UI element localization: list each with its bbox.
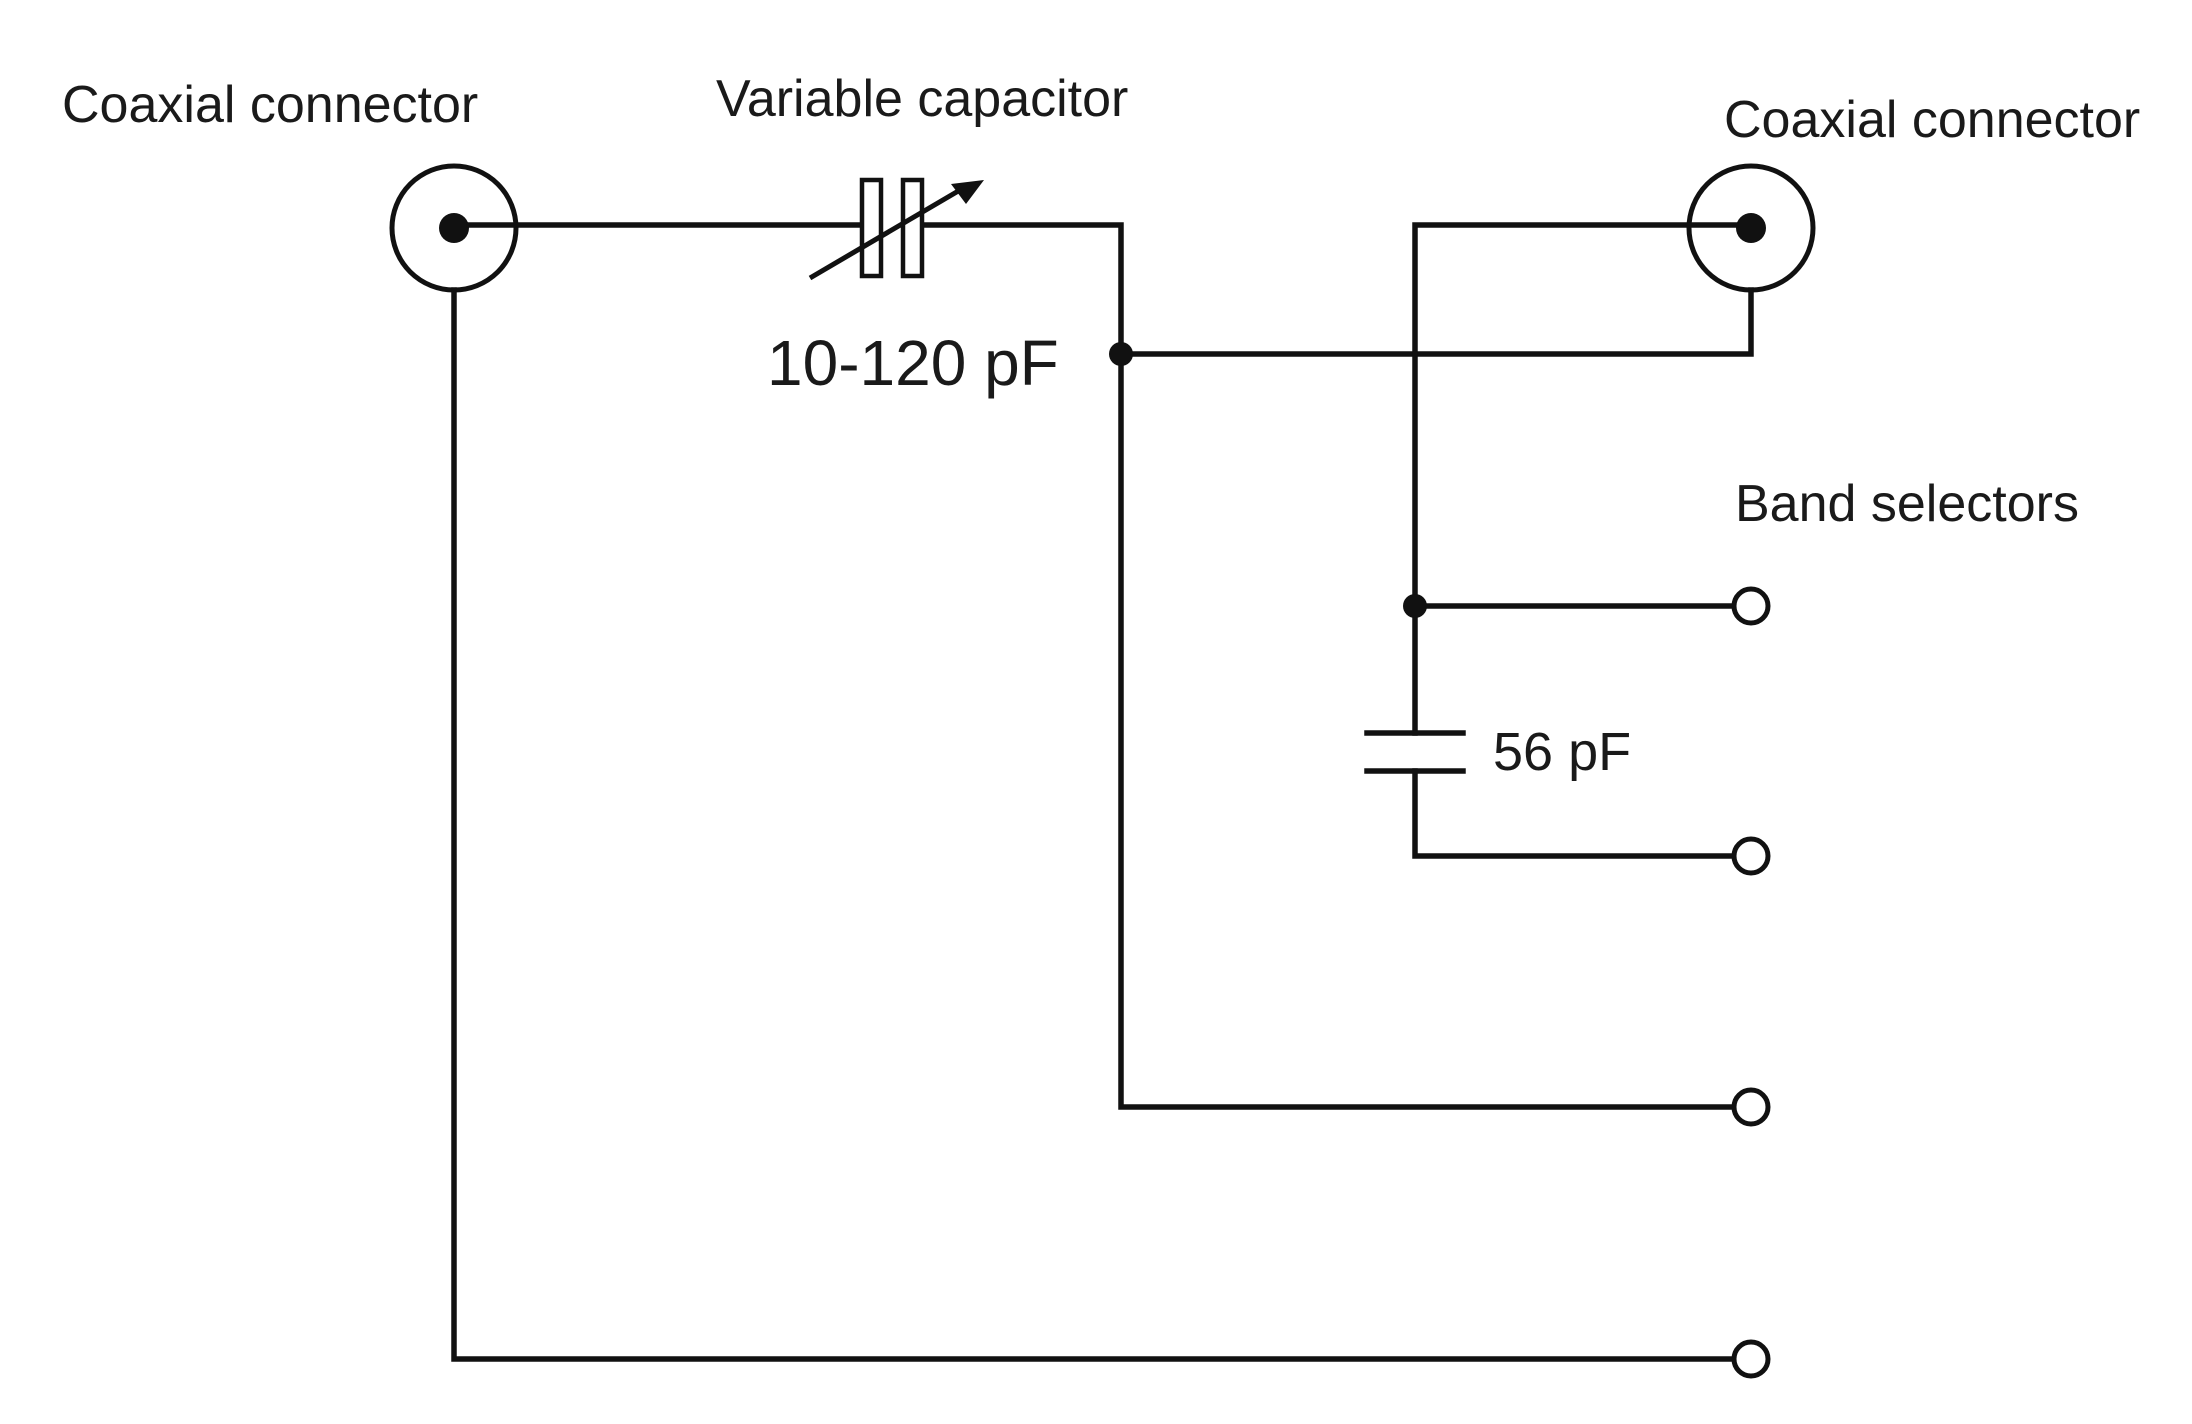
fixed-capacitor-icon	[1364, 730, 1466, 774]
band-selectors-label: Band selectors	[1735, 475, 2079, 533]
adjust-arrow-shaft	[808, 187, 962, 281]
wiring	[451, 222, 1754, 1362]
band-selector-terminal-3	[1731, 1087, 1771, 1127]
left-connector-label: Coaxial connector	[62, 76, 478, 134]
band-selector-terminal-4	[1731, 1339, 1771, 1379]
junction-dot-varcap-node	[1109, 342, 1133, 366]
fixed-capacitor-value: 56 pF	[1493, 722, 1631, 782]
wire-shield-to-selector-4	[451, 287, 1734, 1362]
band-selector-terminal-2	[1731, 836, 1771, 876]
left-coaxial-connector-icon	[389, 163, 519, 293]
band-selector-terminal-1	[1731, 586, 1771, 626]
wire-to-selector-2	[1412, 768, 1734, 859]
wire-right-center-to-capacitor	[1412, 222, 1739, 736]
wire-node-to-right-shield	[1118, 287, 1754, 357]
right-connector-label: Coaxial connector	[1724, 91, 2140, 149]
right-coaxial-connector-icon	[1686, 163, 1816, 293]
junction-dot-capacitor-node	[1403, 594, 1427, 618]
wire-varcap-to-selector-3	[921, 222, 1734, 1110]
variable-capacitor-value: 10-120 pF	[767, 327, 1059, 399]
variable-capacitor-label: Variable capacitor	[716, 70, 1128, 128]
adjust-arrowhead-icon	[951, 180, 984, 204]
variable-capacitor-icon	[808, 177, 984, 281]
